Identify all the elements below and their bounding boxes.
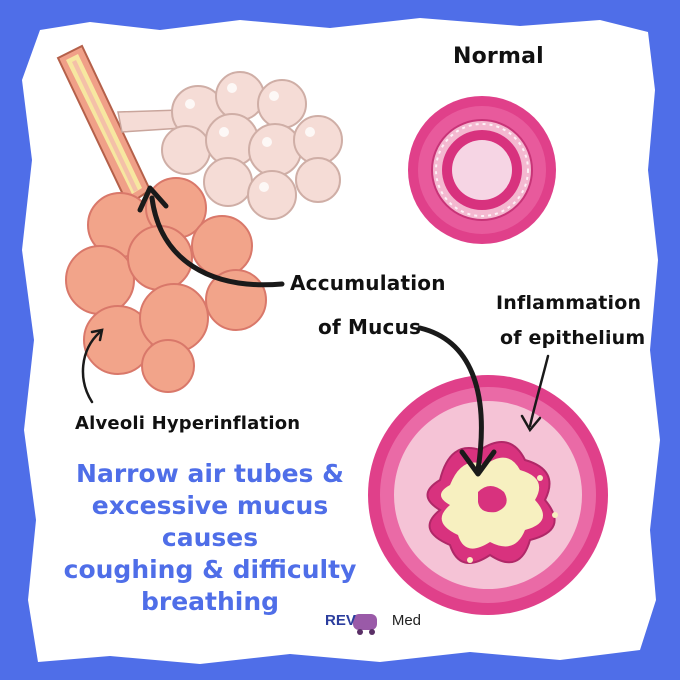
bronchiole-tube	[56, 44, 183, 207]
brand-right: Med	[391, 612, 422, 629]
label-accumulation-line1: Accumulation	[290, 271, 446, 295]
normal-airway	[408, 96, 556, 244]
arrow-accumulation-to-tube	[149, 195, 285, 288]
arrow-inflammation	[528, 354, 550, 428]
caption: Narrow air tubes & excessive mucus cause…	[40, 458, 380, 618]
inflamed-airway	[368, 375, 608, 615]
label-inflammation-line1: Inflammation	[496, 292, 642, 314]
brand: REV Med	[325, 612, 421, 629]
brand-left: REV	[325, 612, 356, 629]
normal-alveoli	[161, 71, 343, 220]
label-accumulation-line2: of Mucus	[318, 315, 422, 339]
caption-line1: Narrow air tubes &	[76, 459, 344, 488]
label-alveoli: Alveoli Hyperinflation	[75, 413, 301, 434]
label-normal: Normal	[453, 44, 544, 69]
brand-logo-icon	[353, 614, 377, 635]
arrow-alveoli	[81, 330, 102, 404]
hyperinflated-alveoli	[65, 177, 267, 393]
caption-line3: coughing & difficulty	[63, 555, 357, 584]
label-inflammation-line2: of epithelium	[500, 327, 646, 349]
arrow-mucus	[417, 325, 484, 473]
caption-line2: excessive mucus causes	[91, 491, 329, 552]
caption-line4: breathing	[140, 587, 280, 616]
